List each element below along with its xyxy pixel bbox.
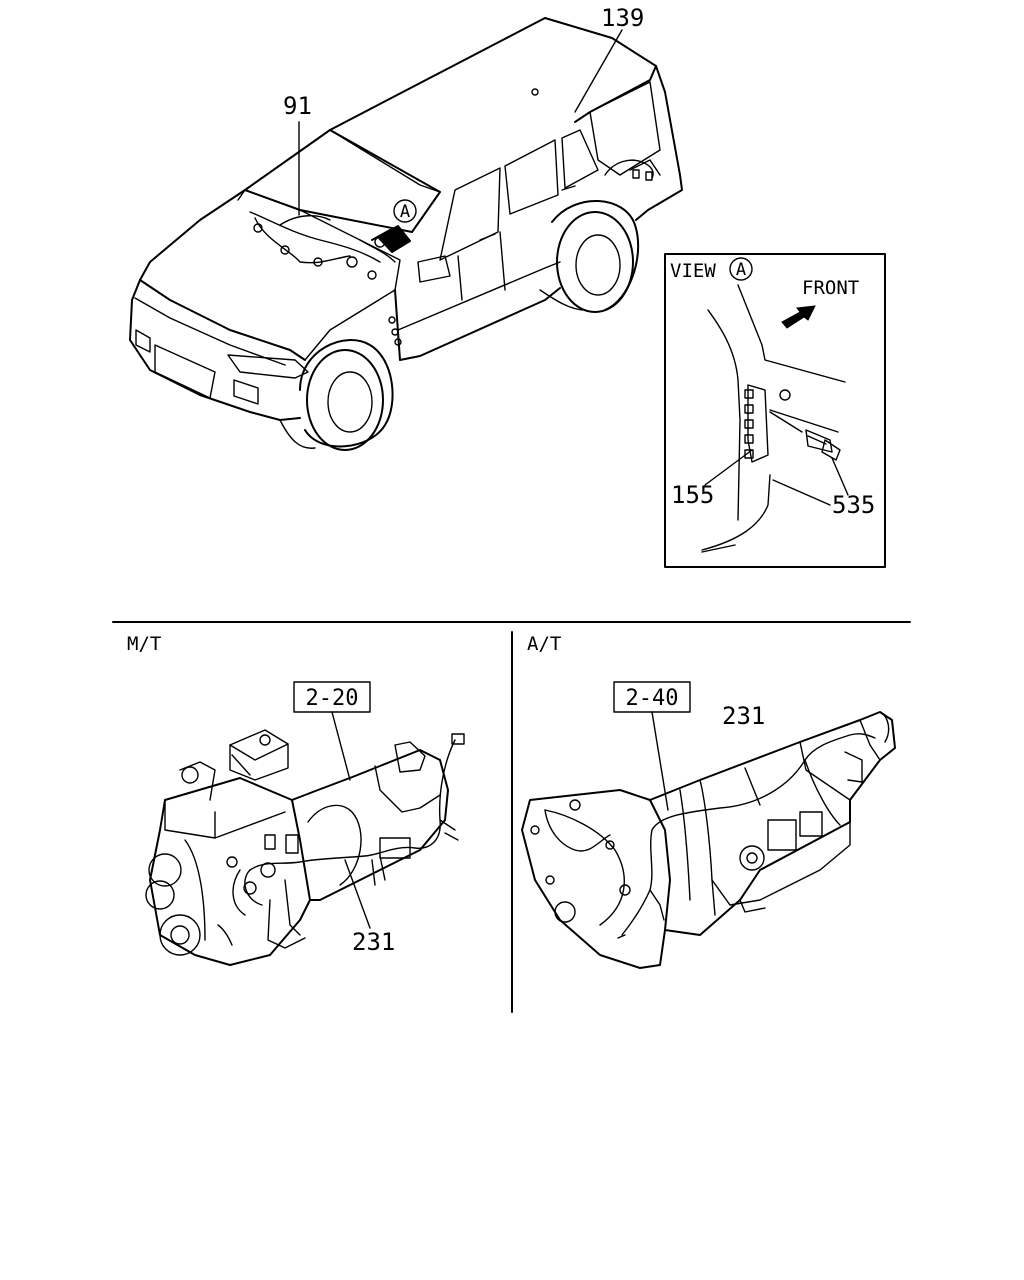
- at-callout-231: 231: [722, 702, 765, 730]
- mt-label: M/T: [127, 633, 161, 655]
- inset-frame: [664, 253, 886, 568]
- at-panel: A/T 2-40 231: [521, 633, 896, 969]
- callout-535: 535: [832, 491, 875, 519]
- view-a-marker: A: [400, 202, 410, 222]
- front-arrow-icon: [781, 305, 816, 329]
- callout-91: 91: [283, 92, 312, 120]
- vehicle-illustration: A 139 91: [129, 4, 683, 451]
- view-a-inset: VIEW A FRONT 155 535: [664, 253, 886, 568]
- at-ref-text: 2-40: [626, 686, 679, 711]
- mt-ref-text: 2-20: [306, 686, 359, 711]
- view-a-marker-circle: [393, 199, 417, 223]
- front-label: FRONT: [802, 277, 859, 299]
- callout-139: 139: [601, 4, 644, 32]
- callout-155: 155: [671, 481, 714, 509]
- inset-title: VIEW: [670, 260, 716, 282]
- inset-marker: A: [736, 260, 746, 280]
- at-label: A/T: [527, 633, 561, 655]
- mt-callout-231: 231: [352, 928, 395, 956]
- mt-panel: M/T 2-20: [127, 633, 465, 966]
